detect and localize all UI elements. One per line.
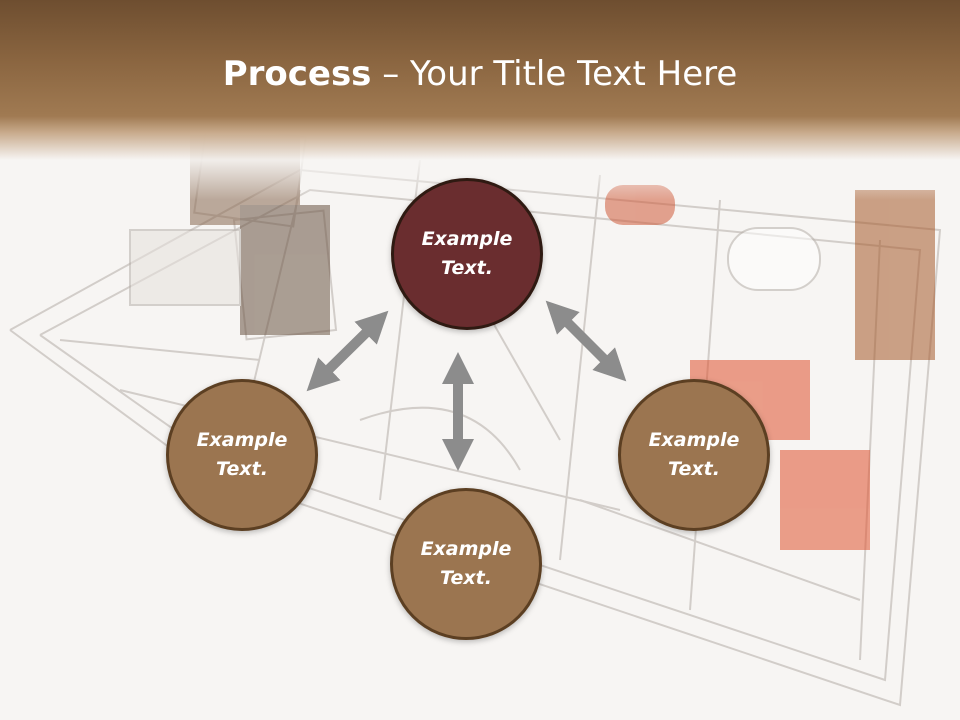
arrow-top-left — [306, 310, 389, 392]
node-bottom-text: Example Text. — [420, 538, 512, 589]
node-left: Example Text. — [166, 379, 318, 531]
node-right: Example Text. — [618, 379, 770, 531]
node-right-text: Example Text. — [648, 429, 740, 480]
title-rest: – Your Title Text Here — [371, 54, 738, 94]
node-bottom: Example Text. — [390, 488, 542, 640]
arrow-top-right — [545, 300, 627, 382]
node-left-text: Example Text. — [196, 429, 288, 480]
node-top-text: Example Text. — [421, 228, 513, 279]
slide-title: Process – Your Title Text Here — [0, 52, 960, 96]
title-bold: Process — [222, 54, 372, 94]
header-band — [0, 0, 960, 200]
node-top: Example Text. — [391, 178, 543, 330]
